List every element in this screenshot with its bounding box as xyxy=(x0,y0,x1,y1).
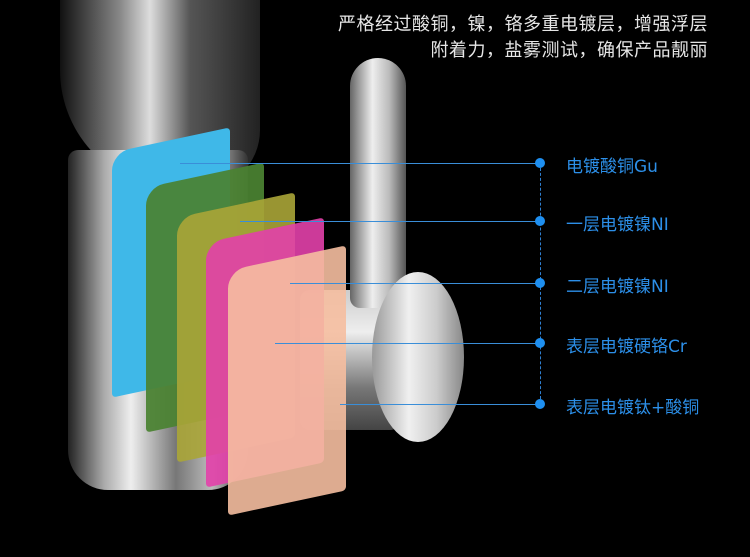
marker-dot xyxy=(535,278,545,288)
headline-line-2: 附着力，盐雾测试，确保产品靓丽 xyxy=(430,40,708,61)
connector-line xyxy=(180,163,540,164)
layer-label: 一层电镀镍NI xyxy=(566,215,669,235)
marker-dot xyxy=(535,216,545,226)
faucet-handle xyxy=(350,58,406,308)
connector-line xyxy=(275,343,540,344)
layer-label: 表层电镀硬铬Cr xyxy=(566,337,687,357)
layer-titanium xyxy=(228,245,346,516)
connector-line xyxy=(340,404,540,405)
connector-line xyxy=(290,283,540,284)
connector-line xyxy=(240,221,540,222)
headline-line-1: 严格经过酸铜，镍，铬多重电镀层，增强浮层 xyxy=(338,14,708,35)
layer-label: 表层电镀钛+酸铜 xyxy=(566,398,700,418)
marker-dot xyxy=(535,158,545,168)
layer-label: 二层电镀镍NI xyxy=(566,277,669,297)
marker-dot xyxy=(535,338,545,348)
layer-label: 电镀酸铜Gu xyxy=(566,157,658,177)
marker-dot xyxy=(535,399,545,409)
faucet-knob xyxy=(372,272,464,442)
